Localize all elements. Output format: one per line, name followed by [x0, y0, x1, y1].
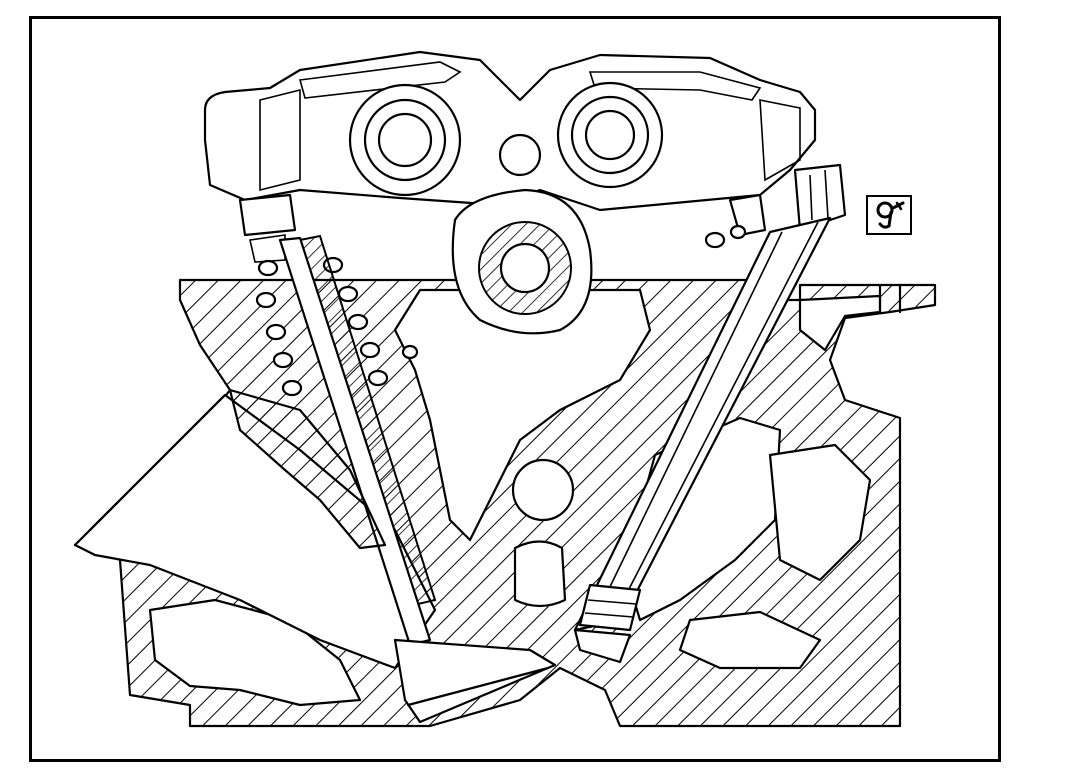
right-camshaft	[556, 81, 664, 189]
exhaust-valve-retainer	[704, 224, 747, 249]
center-cam-lobe	[451, 188, 593, 335]
intake-valve-tappet	[238, 193, 297, 263]
intake-guide-boss	[228, 388, 387, 550]
diagram-frame	[29, 16, 1001, 762]
intake-valve	[278, 234, 557, 724]
right-deck-detail	[878, 283, 902, 314]
oil-gallery	[498, 133, 542, 177]
wrench-glyph-icon	[876, 201, 905, 229]
cam-carrier	[203, 50, 817, 212]
left-camshaft	[348, 83, 462, 197]
torque-wrench-symbol-icon	[866, 195, 912, 235]
intake-valve-spring	[255, 256, 419, 397]
